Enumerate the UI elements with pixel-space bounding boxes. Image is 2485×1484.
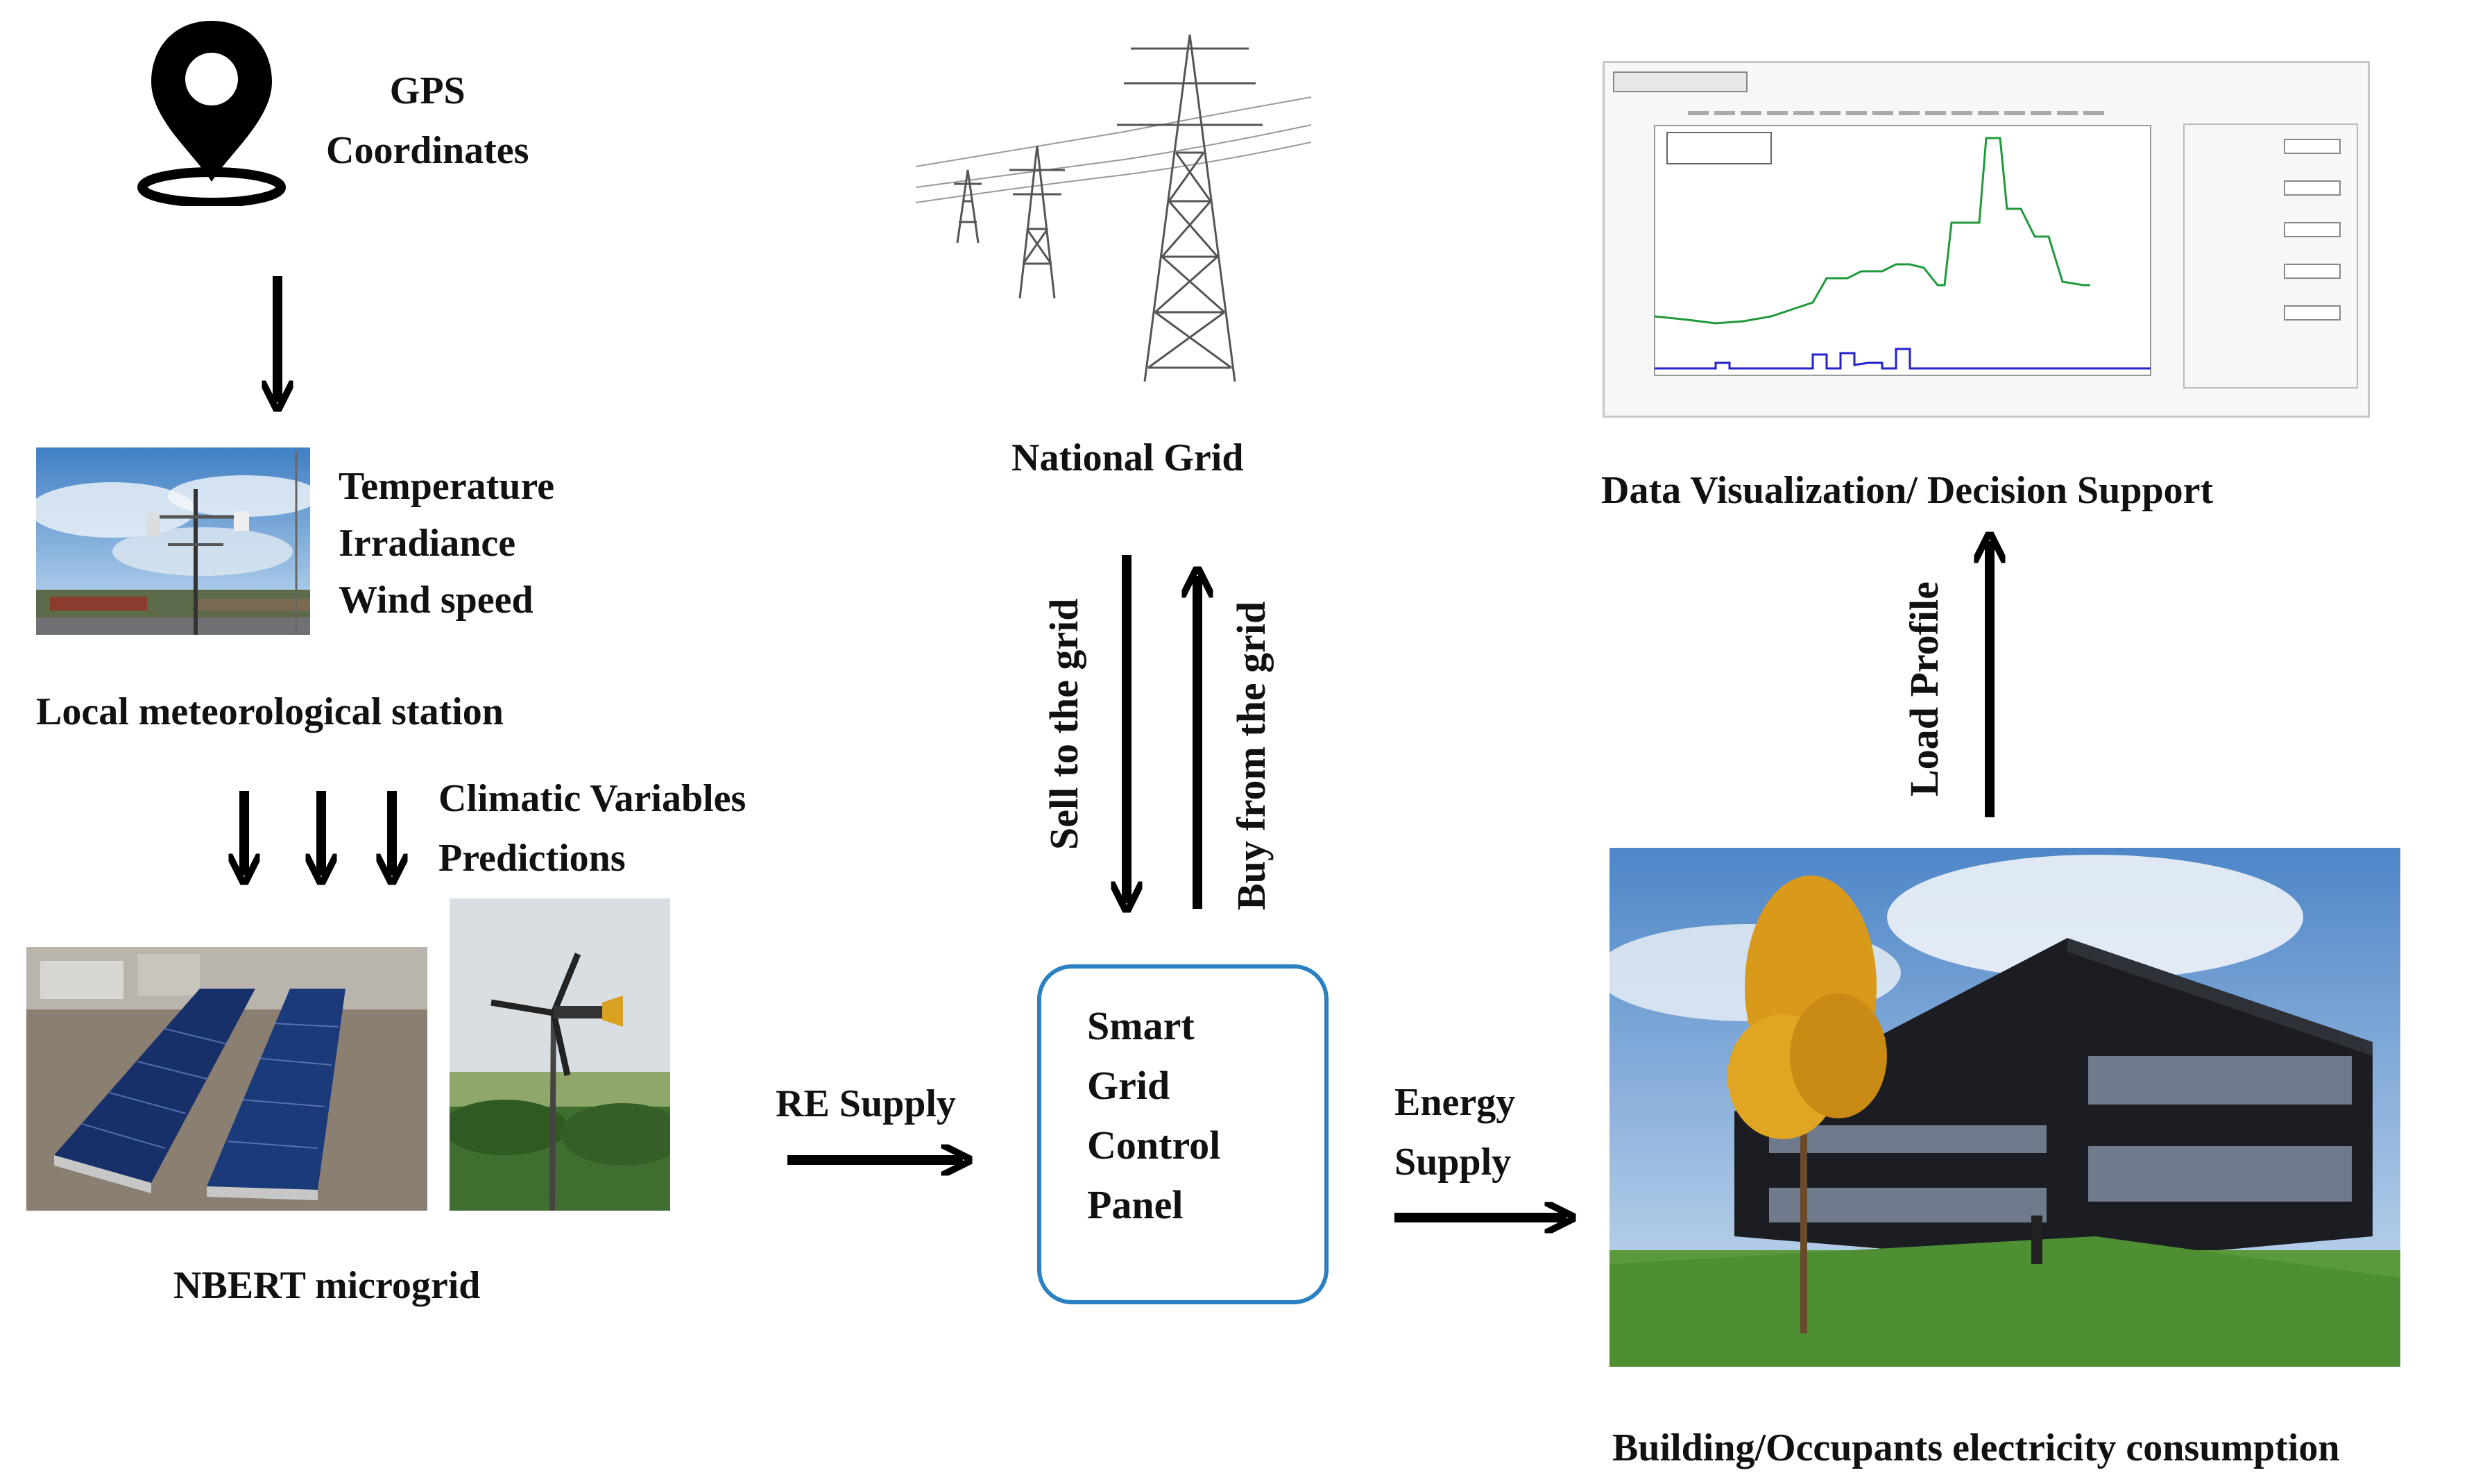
wind-turbine-photo — [450, 898, 670, 1211]
gps-label: GPS Coordinates — [326, 61, 529, 180]
building-caption: Building/Occupants electricity consumpti… — [1612, 1426, 2340, 1469]
building-photo — [1609, 848, 2400, 1367]
chart-toolbar-button[interactable] — [1613, 71, 1748, 92]
power-pylons-illustration — [916, 21, 1311, 389]
re-supply-label: RE Supply — [776, 1082, 956, 1125]
gps-label-line-1: GPS — [389, 69, 466, 112]
control-panel-line-1: Smart — [1087, 1003, 1195, 1048]
gps-label-line-2: Coordinates — [326, 129, 529, 172]
microgrid-caption: NBERT microgrid — [173, 1264, 481, 1307]
control-panel-line-2: Grid — [1087, 1063, 1170, 1108]
decision-support-chart-window — [1603, 61, 2370, 418]
met-station-caption: Local meteorological station — [36, 690, 504, 733]
climatic-label-line-2: Predictions — [438, 837, 626, 880]
control-panel-line-3: Control — [1087, 1123, 1221, 1168]
climatic-predictions-label: Climatic Variables Predictions — [438, 769, 746, 888]
energy-supply-line-1: Energy — [1394, 1081, 1516, 1124]
met-variables-label: Temperature Irradiance Wind speed — [339, 458, 554, 629]
national-grid-caption: National Grid — [1011, 436, 1244, 479]
met-variable-wind-speed: Wind speed — [339, 579, 533, 622]
solar-panels-photo — [26, 947, 427, 1211]
met-variable-irradiance: Irradiance — [339, 522, 516, 565]
control-panel-label: Smart Grid Control Panel — [1087, 996, 1220, 1235]
data-visualization-caption: Data Visualization/ Decision Support — [1601, 469, 2214, 512]
energy-supply-label: Energy Supply — [1394, 1073, 1515, 1192]
location-pin-icon — [137, 21, 286, 206]
energy-supply-line-2: Supply — [1394, 1141, 1512, 1184]
met-variable-temperature: Temperature — [339, 465, 555, 508]
climatic-label-line-1: Climatic Variables — [438, 777, 746, 820]
smart-grid-control-panel: Smart Grid Control Panel — [1037, 964, 1329, 1304]
weather-station-photo — [36, 447, 310, 635]
control-panel-line-4: Panel — [1087, 1182, 1184, 1227]
